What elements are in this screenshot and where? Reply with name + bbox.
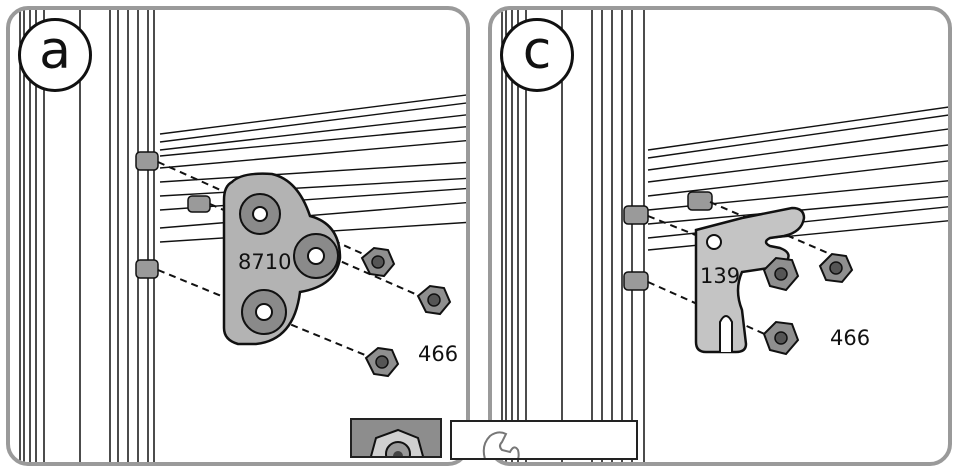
nut-closeup-icon (370, 428, 424, 456)
horizontal-rail (159, 94, 466, 243)
step-label-c: c (500, 18, 574, 92)
nut-part-number: 466 (418, 342, 459, 366)
vertical-extrusion (501, 10, 645, 462)
bolt (135, 151, 211, 279)
assembly-drawing-a (19, 10, 466, 462)
step-panel-a: a 8710 466 (6, 6, 470, 466)
nut-closeup-thumbnail (350, 418, 442, 458)
bracket-hole (239, 193, 339, 335)
step-label-a: a (18, 18, 92, 92)
assembly-drawing-c (501, 10, 948, 462)
bracket-139 (694, 206, 806, 354)
nut-part-number: 466 (830, 326, 871, 350)
wrench-thumbnail (450, 420, 638, 460)
horizontal-rail (647, 106, 948, 251)
bracket-hole (706, 234, 722, 250)
bracket-slot (719, 315, 733, 352)
hex-nut (360, 246, 452, 378)
hex-nut (762, 252, 854, 356)
bracket-part-number: 8710 (238, 250, 292, 274)
bolt (623, 191, 713, 291)
vertical-extrusion (19, 10, 155, 462)
step-panel-c: c 139 466 (488, 6, 952, 466)
bracket-part-number: 139 (700, 264, 741, 288)
wrench-icon (482, 431, 520, 458)
